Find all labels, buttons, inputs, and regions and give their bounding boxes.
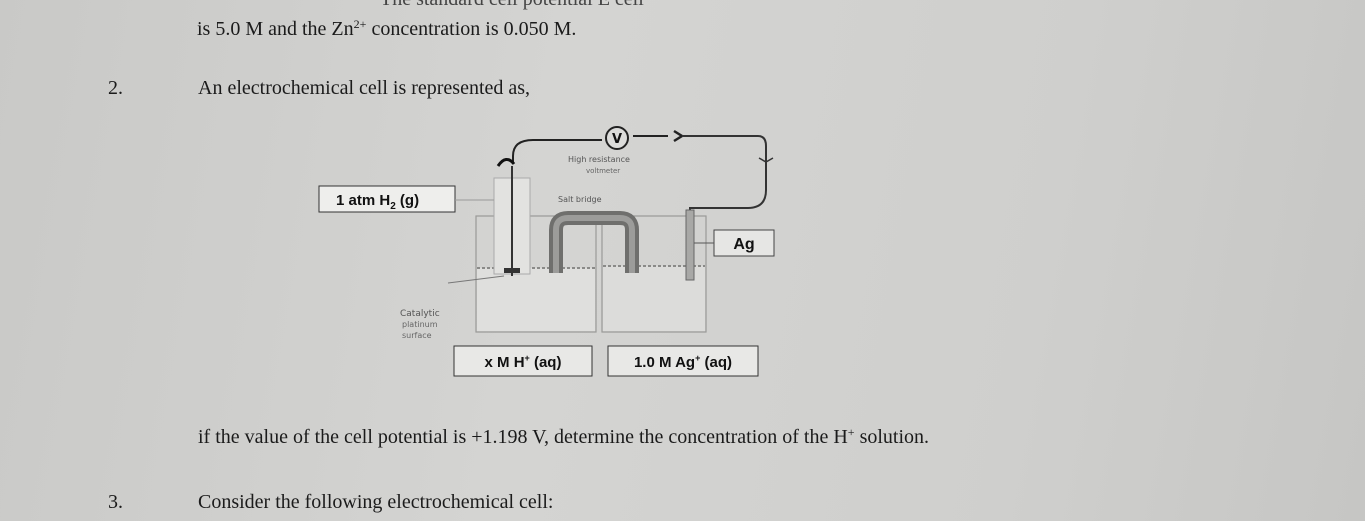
catalytic-pointer: [447, 275, 505, 284]
line1-before: is 5.0 M and the Zn: [197, 18, 354, 40]
h2-label: 1 atm H2 (g): [336, 192, 419, 212]
current-arrow-icon: [673, 129, 685, 143]
question-2-text: An electrochemical cell is represented a…: [198, 77, 531, 99]
voltmeter-symbol: V: [612, 132, 622, 147]
left-solution-sup: +: [525, 353, 530, 363]
question-3-text: Consider the following electrochemical c…: [198, 491, 554, 513]
catalytic-label-3: surface: [402, 331, 432, 340]
silver-electrode: [685, 209, 695, 281]
catalytic-label-1: Catalytic: [400, 309, 440, 319]
line1-superscript: 2+: [353, 17, 367, 31]
left-solution-label-box: [453, 345, 593, 377]
question-2-number: 2.: [108, 77, 123, 99]
left-beaker: [475, 215, 597, 333]
catalytic-label-2: platinum: [402, 320, 438, 329]
small-arrow-icon: [758, 157, 774, 163]
h2-label-box: [318, 185, 456, 213]
right-solution-label-box: [607, 345, 759, 377]
right-solution-state: (aq): [700, 354, 732, 371]
cropped-top-text: The standard cell potential E cell: [380, 0, 644, 11]
salt-bridge-inner: [553, 215, 635, 273]
bubble-arrow-icon: [496, 158, 516, 167]
h2-state: (g): [396, 192, 419, 209]
voltmeter-icon: [605, 126, 629, 150]
voltmeter-label-2: voltmeter: [586, 167, 620, 175]
left-solution-state: (aq): [530, 354, 562, 371]
question-1-tail: is 5.0 M and the Zn2+ concentration is 0…: [197, 18, 576, 39]
salt-bridge: [549, 211, 639, 273]
right-solution-sup: +: [695, 353, 700, 363]
electrochemical-cell-diagram: V High resistance voltmeter Salt bridge …: [318, 126, 775, 377]
platinum-electrode: [504, 268, 520, 273]
h2-label-main: 1 atm H: [336, 192, 390, 209]
voltmeter-label-1: High resistance: [568, 155, 630, 164]
followup-superscript: +: [847, 425, 855, 439]
followup-before: if the value of the cell potential is +1…: [198, 426, 848, 448]
ag-label: Ag: [733, 236, 754, 253]
h2-subscript: 2: [390, 201, 396, 212]
right-solution-label: 1.0 M Ag+ (aq): [634, 353, 732, 371]
left-solution-liquid: [477, 268, 595, 331]
right-beaker: [601, 215, 707, 333]
line1-after: concentration is 0.050 M.: [366, 18, 577, 40]
left-solution-main: x M H: [485, 354, 525, 371]
followup-after: solution.: [854, 426, 930, 448]
wire-left: [512, 139, 602, 163]
right-solution-main: 1.0 M Ag: [634, 354, 695, 371]
left-solution-label: x M H+ (aq): [485, 353, 562, 371]
question-2-prompt: if the value of the cell potential is +1…: [198, 426, 929, 447]
salt-bridge-label: Salt bridge: [558, 195, 602, 204]
ag-label-box: [713, 229, 775, 257]
wire-right: [682, 135, 767, 260]
question-3-number: 3.: [108, 491, 123, 513]
